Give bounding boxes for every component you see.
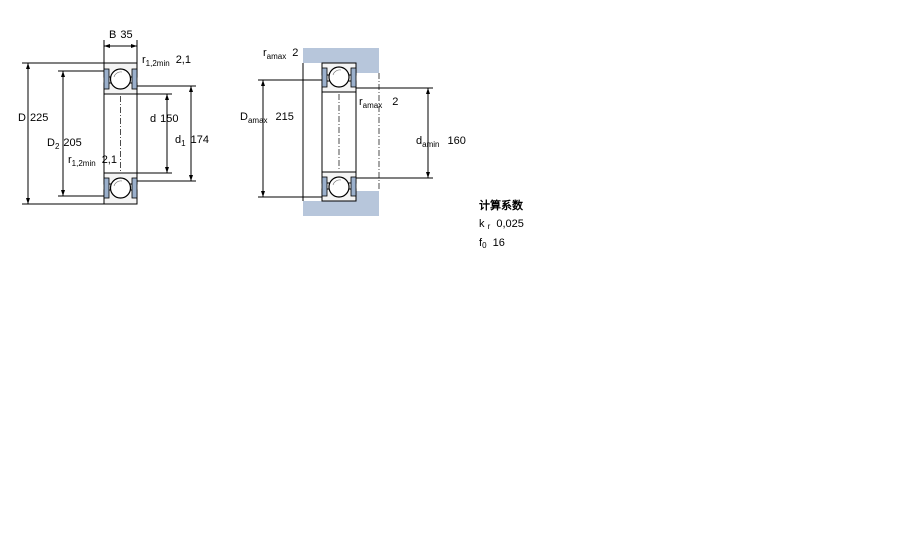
seal-top-right [131,68,138,90]
shaft-shoulder-top [356,63,379,73]
housing-top [303,48,379,63]
calculation-factors-title: 计算系数 [479,200,523,212]
housing-bottom [303,201,379,216]
abut-ball-bottom [328,176,350,198]
factor-kr: k r 0,025 [479,218,524,231]
seal-bottom-left [103,177,110,199]
shaft-shoulder-bottom [356,191,379,201]
abut-ball-top [328,66,350,88]
calculation-factors: 计算系数 k r 0,025 f0 16 [479,198,524,254]
seal-bottom-right [131,177,138,199]
factor-f0: f0 16 [479,237,505,250]
seal-top-left [103,68,110,90]
